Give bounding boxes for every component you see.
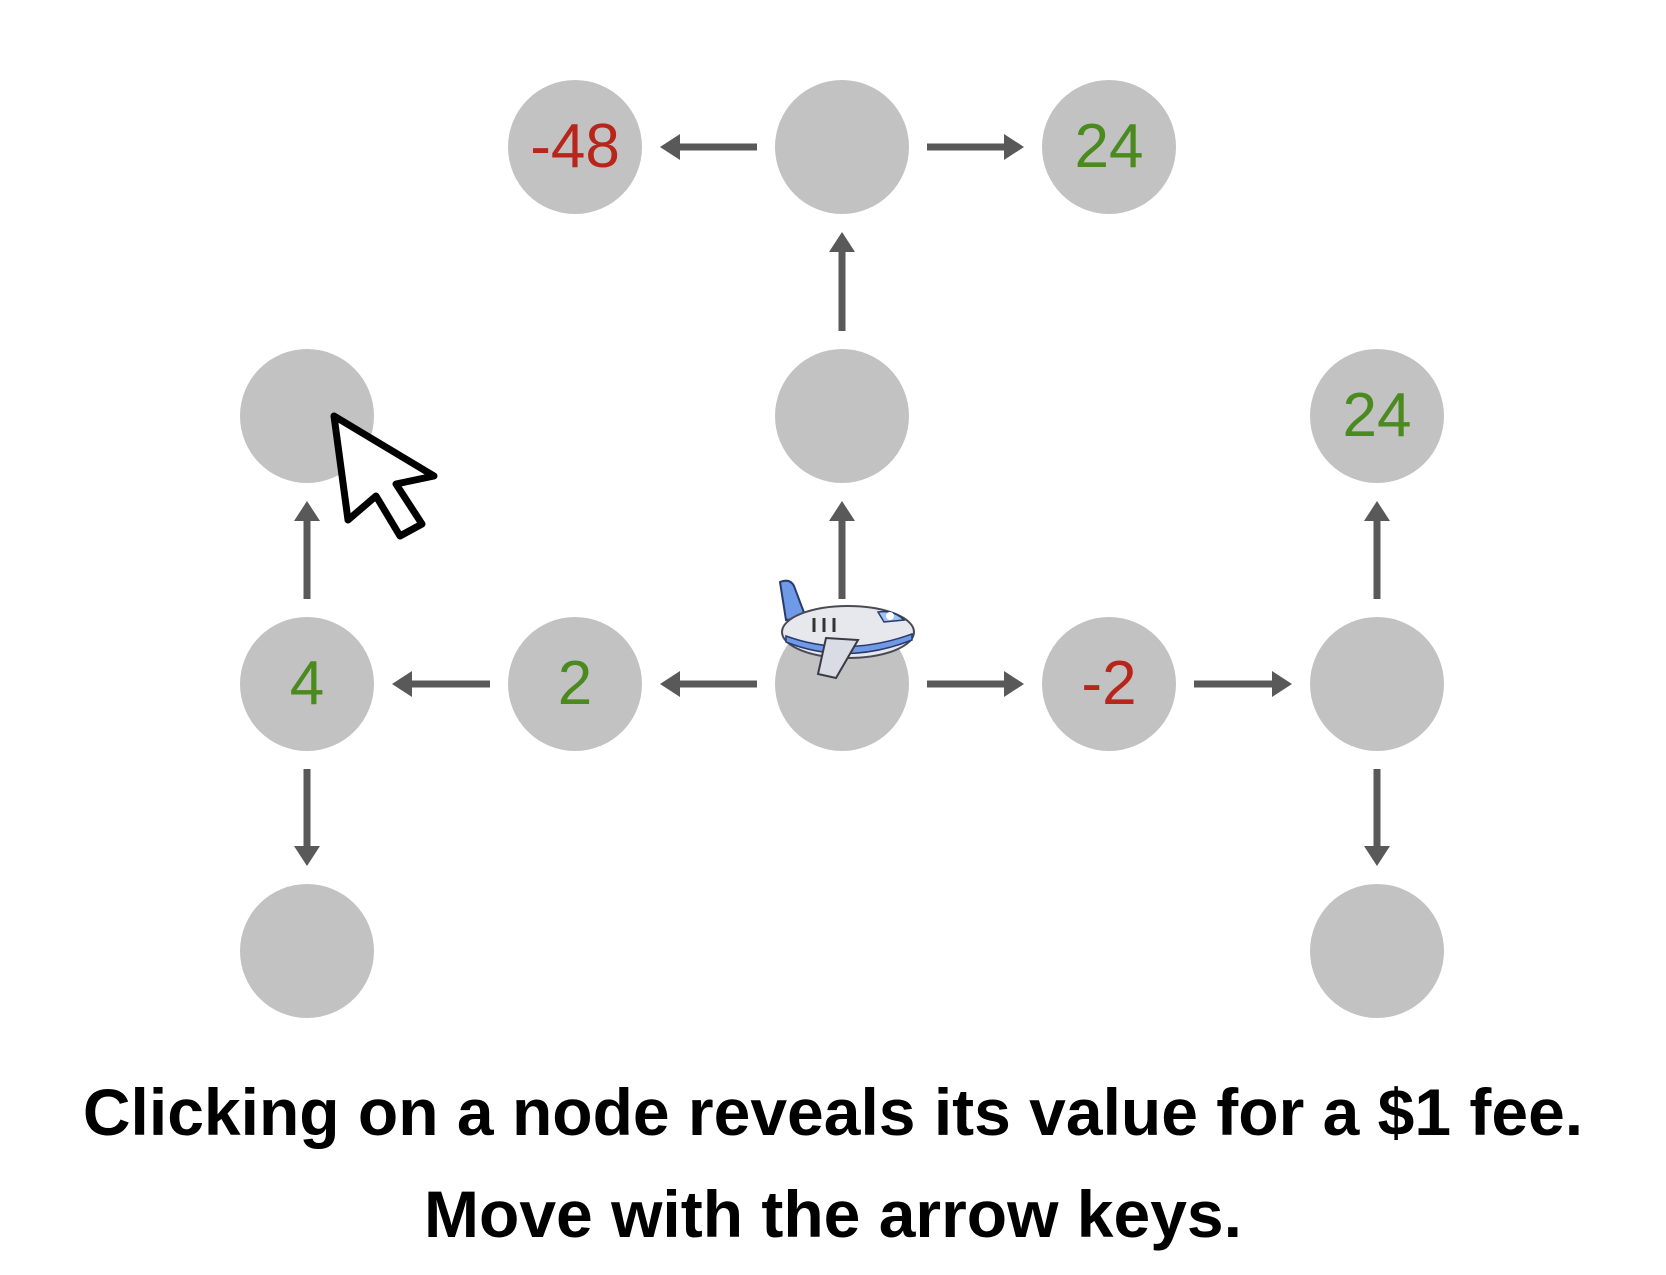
mouse-cursor-icon — [330, 412, 438, 540]
node-top-right[interactable]: 24 — [1042, 80, 1176, 214]
node-value: 24 — [1342, 381, 1412, 450]
node-value: 4 — [289, 649, 325, 718]
edge-arrow-left — [392, 671, 490, 697]
edge-arrow-right — [1194, 671, 1292, 697]
node-value: 24 — [1074, 112, 1144, 181]
node-row-far-right[interactable] — [1310, 617, 1444, 751]
node-upper-far-right[interactable]: 24 — [1310, 349, 1444, 483]
node-bottom-left[interactable] — [240, 884, 374, 1018]
edge-arrow-left — [660, 671, 757, 697]
node-middle-center[interactable] — [775, 349, 909, 483]
node-row-right[interactable]: -2 — [1042, 617, 1176, 751]
edge-arrow-down — [1364, 769, 1390, 866]
node-bottom-right[interactable] — [1310, 884, 1444, 1018]
node-value: 2 — [557, 649, 593, 718]
edge-arrow-right — [927, 134, 1024, 160]
airplane-icon — [778, 579, 915, 680]
node-row-left[interactable]: 2 — [508, 617, 642, 751]
node-value: -2 — [1081, 649, 1137, 718]
instruction-line-move: Move with the arrow keys. — [424, 1177, 1242, 1251]
edge-arrow-up — [829, 232, 855, 331]
edge-arrow-left — [660, 134, 757, 160]
edge-arrow-up — [829, 501, 855, 599]
node-row-far-left[interactable]: 4 — [240, 617, 374, 751]
instruction-line-fee: Clicking on a node reveals its value for… — [82, 1075, 1584, 1149]
node-value: -48 — [530, 112, 620, 181]
edge-arrow-down — [294, 769, 320, 866]
node-top-left[interactable]: -48 — [508, 80, 642, 214]
edge-arrow-up — [294, 501, 320, 599]
edge-arrow-up — [1364, 501, 1390, 599]
node-top-center[interactable] — [775, 80, 909, 214]
edge-arrow-right — [927, 671, 1024, 697]
